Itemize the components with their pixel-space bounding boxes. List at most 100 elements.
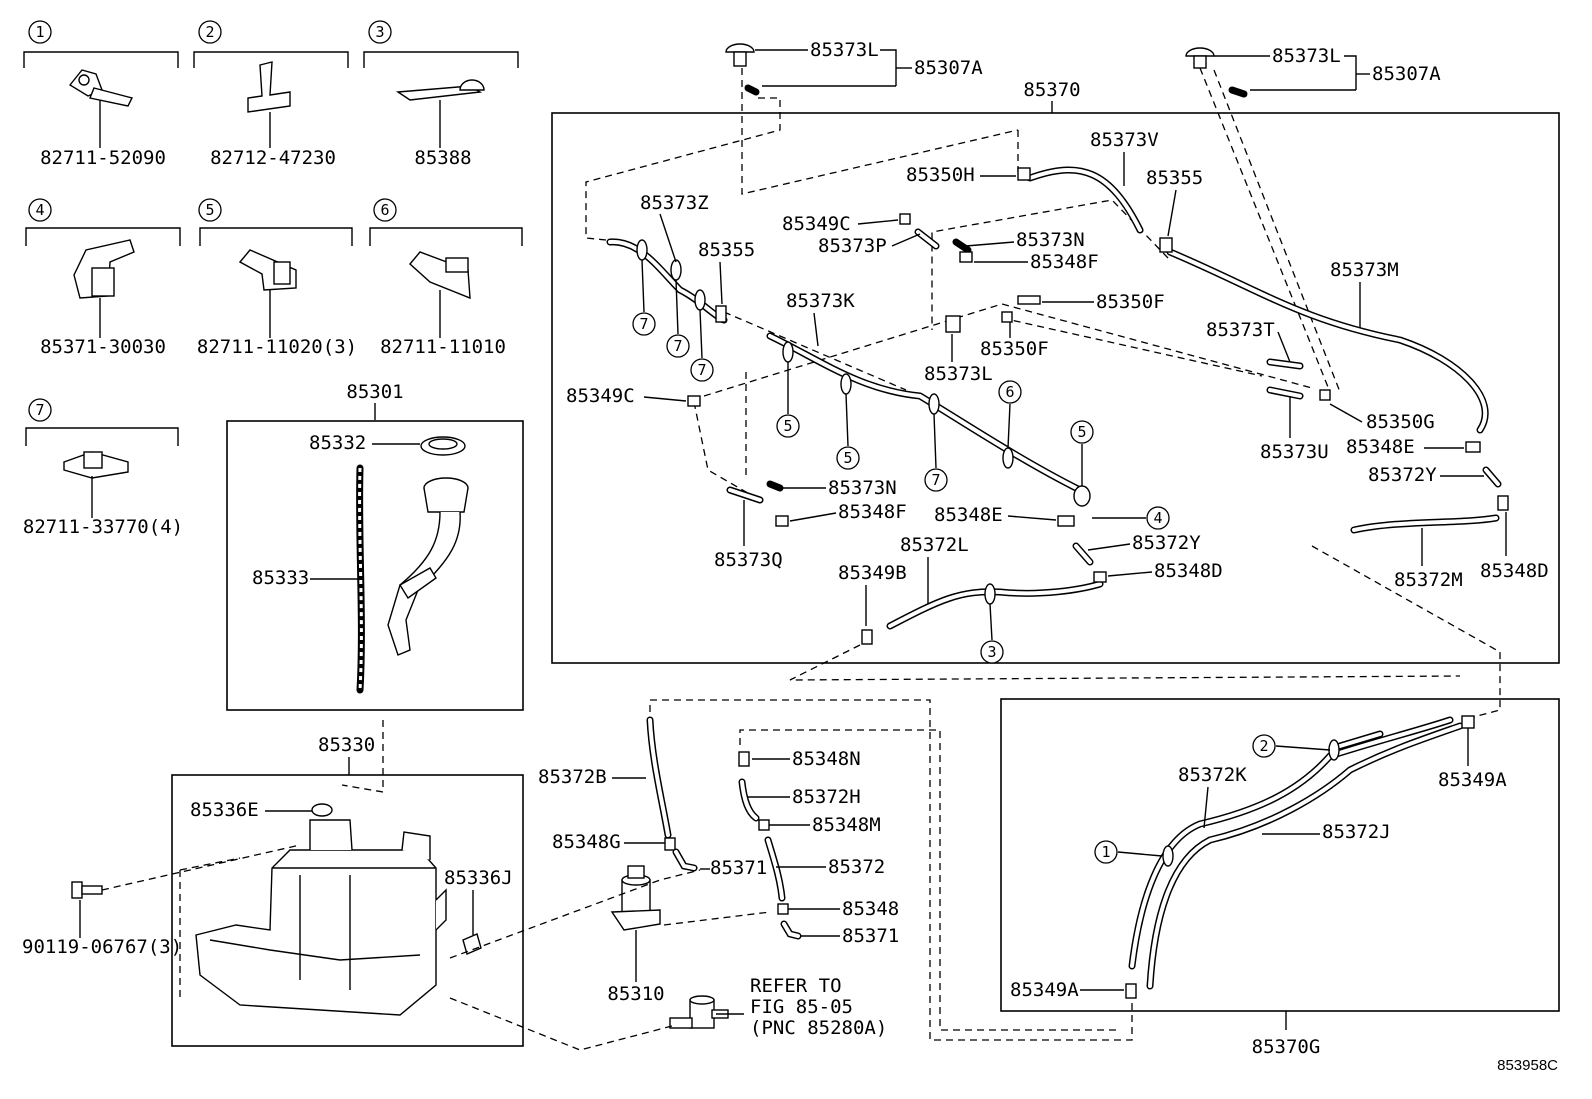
pump-group: 85372B 85348G 85371 85310 REFER TO FIG 8… [449,699,1133,1051]
clip-3: 3 85388 [363,20,519,169]
refer-note-line-1: REFER TO [750,975,842,997]
hose-85372-label: 85372 [828,856,885,878]
joint-85348g-label: 85348G [552,831,621,853]
joint-85349a-top-label: 85349A [1438,769,1507,791]
joint-85349a-bottom-label: 85349A [1010,979,1079,1001]
svg-text:5: 5 [783,417,792,435]
reservoir-assy-box [226,420,524,711]
h-85373p-label: 85373P [818,235,887,257]
lower-hose-assy: 1 2 85372K 85372J 85349A 85349A 85370G [1000,698,1560,1058]
clip-legend: 1 82711-52090 2 82712-47230 3 85388 [23,20,523,538]
right-nozzle-icon [1185,47,1215,69]
clamp-85371-b-label: 85371 [842,925,899,947]
refer-note-line-2: FIG 85-05 [750,996,853,1018]
clip-3-part-number: 85388 [414,147,471,169]
hose-85372j-label: 85372J [1322,821,1391,843]
tank-label: 85330 [318,734,375,756]
j-85348f-low-label: 85348F [838,501,907,523]
upper-assy-label: 85370 [1023,79,1080,101]
j-85349c-left-label: 85349C [566,385,635,407]
j-85350h-label: 85350H [906,164,975,186]
clip-3-icon [395,79,485,101]
left-nozzle-set-label: 85307A [914,57,983,79]
j-85349c-top-label: 85349C [782,213,851,235]
svg-text:4: 4 [1153,509,1162,527]
h-85373u-label: 85373U [1260,441,1329,463]
clip-5-icon [238,249,297,291]
clip-7-icon [63,451,129,479]
h-85373t-label: 85373T [1206,319,1275,341]
tank-group: 85301 85332 85333 85330 85336E 85336J 90… [22,381,524,1047]
clip-5-part-number: 82711-11020(3) [197,336,357,358]
clip-1: 1 82711-52090 [23,20,179,169]
clip-5: 5 82711-11020(3) [197,198,357,358]
right-nozzle-set-label: 85307A [1372,63,1441,85]
joint-85348-label: 85348 [842,898,899,920]
clip-7: 7 82711-33770(4) [23,398,183,538]
h-85372m-label: 85372M [1394,569,1463,591]
hose-clips [636,239,1091,605]
h-85373k-label: 85373K [786,290,855,312]
h-85373m-label: 85373M [1330,259,1399,281]
clip-4-number: 4 [35,201,44,219]
level-gauge-label: 85333 [252,567,309,589]
clip-callouts: 7 7 7 5 5 7 6 5 4 3 [632,259,1170,664]
clip-4: 4 85371-30030 [25,198,181,358]
upper-labels: 85373V 85350H 85355 85373Z 85349C 85373P… [566,129,1549,626]
j-85348e-c-label: 85348E [934,504,1003,526]
washer-tank-icon [195,819,447,1016]
h-85373z-label: 85373Z [640,192,709,214]
j-85355-top-label: 85355 [1146,167,1203,189]
clip-2-number: 2 [205,23,214,41]
lower-assy-label: 85370G [1252,1036,1321,1058]
h-85372y-r-label: 85372Y [1368,464,1437,486]
clip-2-part-number: 82712-47230 [210,147,336,169]
lower-assy-box [1000,698,1560,1012]
right-nozzle-label: 85373L [1272,45,1341,67]
upper-hose-assy: 85370 85373L 85307A 85373L 85307A [551,39,1560,721]
clip-6-icon [409,251,471,300]
h-85372y-c-label: 85372Y [1132,532,1201,554]
h-85373n-top-label: 85373N [1016,229,1085,251]
clip-1-number: 1 [35,23,44,41]
filler-neck-icon [387,477,469,656]
j-85348d-c-label: 85348D [1154,560,1223,582]
h-85373v-label: 85373V [1090,129,1159,151]
j-85355-mid-label: 85355 [698,239,755,261]
clip-6-part-number: 82711-11010 [380,336,506,358]
clip-4-icon [73,239,135,299]
clip-7-part-number: 82711-33770(4) [23,516,183,538]
hose-85372k-label: 85372K [1178,764,1247,786]
figure-id: 853958C [1497,1057,1558,1074]
clip-1-part-number: 82711-52090 [40,147,166,169]
tank-box [171,774,524,1047]
svg-text:7: 7 [931,471,940,489]
j-85348d-r-label: 85348D [1480,560,1549,582]
svg-text:6: 6 [1005,383,1014,401]
grommet-e-icon [311,803,333,817]
refer-note-line-3: (PNC 85280A) [750,1017,887,1039]
svg-text:5: 5 [843,449,852,467]
reservoir-assy-label: 85301 [346,381,403,403]
clip-6: 6 82711-11010 [369,198,523,358]
clip-7-number: 7 [35,401,44,419]
h-85373n-low-label: 85373N [828,477,897,499]
j-85350f-b-label: 85350F [980,338,1049,360]
h-85373l-mid-label: 85373L [924,363,993,385]
joints [687,167,1509,645]
j-85350f-a-label: 85350F [1096,291,1165,313]
clip-4-part-number: 85371-30030 [40,336,166,358]
clip-5-number: 5 [205,201,214,219]
clip-1-icon [68,69,134,107]
cap-label: 85332 [309,432,366,454]
clip-6-number: 6 [380,201,389,219]
clip-2-icon [247,61,291,113]
clamp-85371-a-label: 85371 [710,857,767,879]
joint-85348m-label: 85348M [812,814,881,836]
j-85350g-label: 85350G [1366,411,1435,433]
svg-text:7: 7 [673,337,682,355]
bolt-label: 90119-06767(3) [22,936,182,958]
grommet-j-icon [462,933,482,955]
j-85349b-label: 85349B [838,562,907,584]
